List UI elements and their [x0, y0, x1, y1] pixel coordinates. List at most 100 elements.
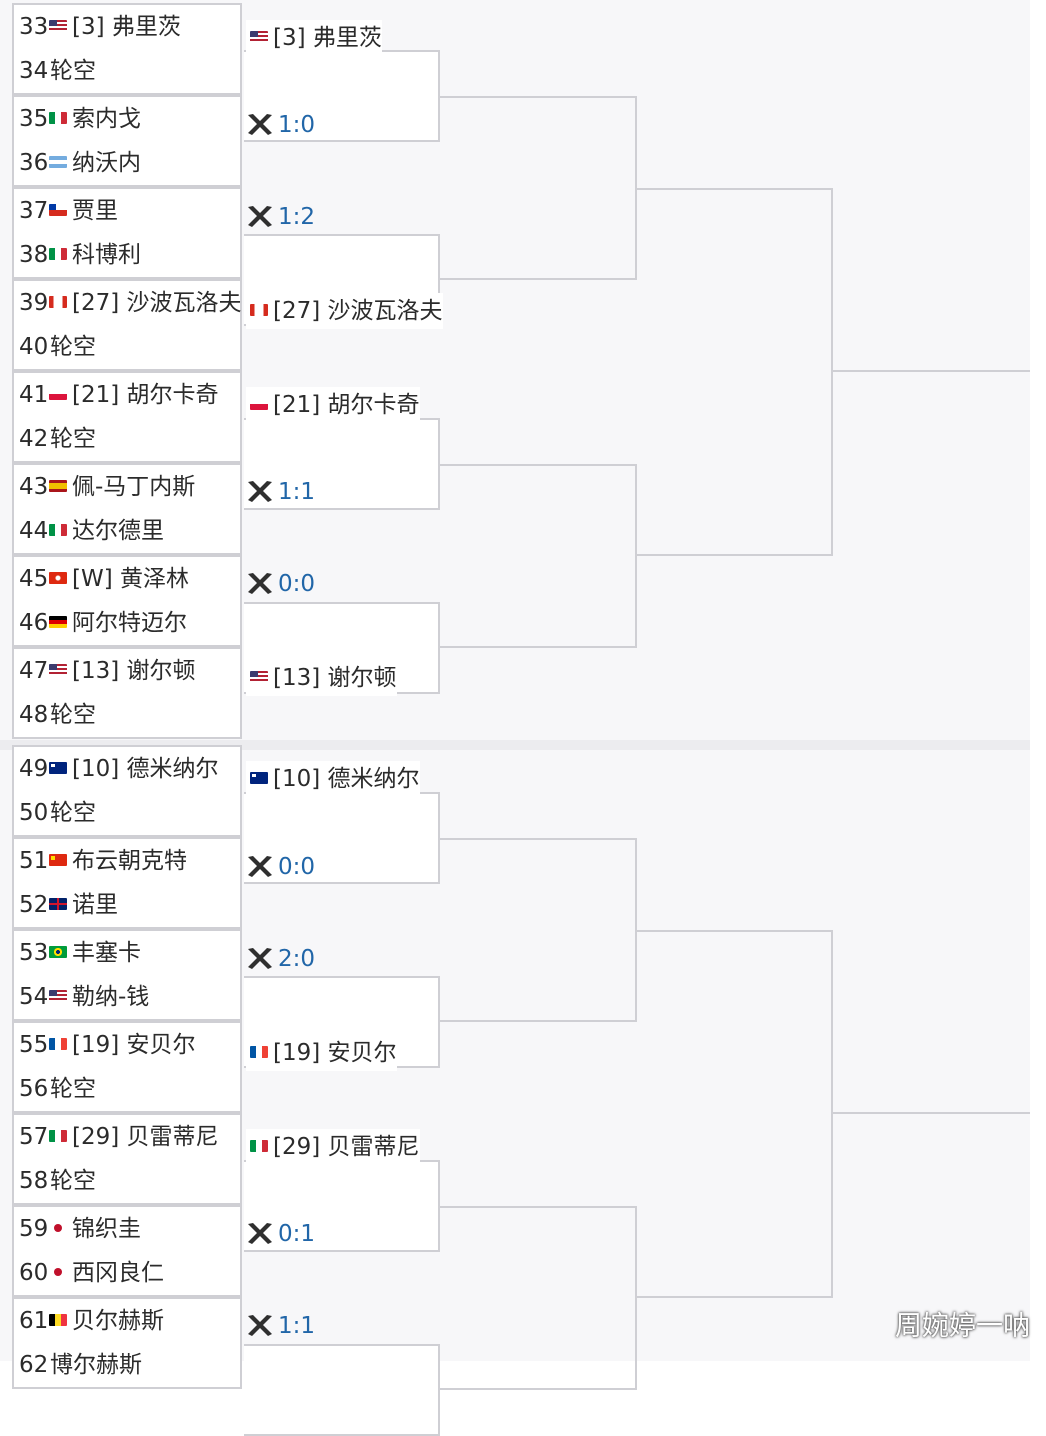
- watermark: 周婉婷一呐: [895, 1311, 1030, 1342]
- player-entry[interactable]: 41[21] 胡尔卡奇: [19, 375, 219, 415]
- advanced-player[interactable]: [13] 谢尔顿: [246, 660, 397, 696]
- advanced-player[interactable]: [21] 胡尔卡奇: [246, 387, 420, 423]
- player-entry[interactable]: 47[13] 谢尔顿: [19, 651, 196, 691]
- draw-position: 42: [19, 426, 49, 452]
- player-entry[interactable]: 55[19] 安贝尔: [19, 1025, 196, 1065]
- match-score[interactable]: 0:1: [246, 1216, 315, 1252]
- match-score[interactable]: 1:1: [246, 474, 315, 510]
- crossed-rackets-icon: [246, 1313, 274, 1337]
- player-name: 贝尔赫斯: [72, 1308, 164, 1334]
- match-score[interactable]: 1:0: [246, 107, 315, 143]
- player-entry[interactable]: 56轮空: [19, 1069, 96, 1109]
- score-text: 2:0: [278, 946, 316, 972]
- player-name: 丰塞卡: [72, 940, 141, 966]
- player-name: 布云朝克特: [72, 848, 187, 874]
- score-text: 1:2: [278, 204, 316, 230]
- match-score[interactable]: 1:2: [246, 199, 315, 235]
- crossed-rackets-icon: [246, 946, 274, 970]
- quarterfinal-connector: [833, 370, 1030, 372]
- player-name: 轮空: [50, 334, 96, 360]
- draw-position: 49: [19, 756, 49, 782]
- player-name: 轮空: [50, 58, 96, 84]
- player-name: [19] 安贝尔: [273, 1040, 397, 1066]
- advanced-player[interactable]: [19] 安贝尔: [246, 1035, 397, 1071]
- player-entry[interactable]: 50轮空: [19, 793, 96, 833]
- player-entry[interactable]: 33[3] 弗里茨: [19, 7, 181, 47]
- player-name: 佩-马丁内斯: [72, 474, 196, 500]
- player-entry[interactable]: 39[27] 沙波瓦洛夫: [19, 283, 242, 323]
- player-entry[interactable]: 58轮空: [19, 1161, 96, 1201]
- fourth-round-connector: [637, 188, 833, 556]
- player-entry[interactable]: 57[29] 贝雷蒂尼: [19, 1117, 219, 1157]
- crossed-rackets-icon: [246, 204, 274, 228]
- match-score[interactable]: 1:1: [246, 1308, 315, 1344]
- crossed-rackets-icon: [246, 479, 274, 503]
- player-entry[interactable]: 40轮空: [19, 327, 96, 367]
- match-score[interactable]: 2:0: [246, 941, 315, 977]
- player-name: [W] 黄泽林: [72, 566, 189, 592]
- first-round-match[interactable]: 49 [10] 德米纳尔 50轮空: [12, 745, 242, 837]
- advanced-player[interactable]: [10] 德米纳尔: [246, 761, 420, 797]
- china-flag-icon: [49, 853, 67, 866]
- player-entry[interactable]: 34轮空: [19, 51, 96, 91]
- draw-position: 38: [19, 242, 49, 268]
- player-entry[interactable]: 42轮空: [19, 419, 96, 459]
- draw-position: 56: [19, 1076, 49, 1102]
- poland-flag-icon: [250, 397, 268, 410]
- draw-position: 36: [19, 150, 49, 176]
- match-score[interactable]: 0:0: [246, 849, 315, 885]
- player-entry[interactable]: 51 布云朝克特: [19, 841, 187, 881]
- germany-flag-icon: [49, 615, 67, 628]
- advanced-player[interactable]: [27] 沙波瓦洛夫: [246, 293, 443, 329]
- player-entry[interactable]: 62博尔赫斯: [19, 1345, 142, 1385]
- draw-position: 41: [19, 382, 49, 408]
- hongkong-flag-icon: [49, 571, 67, 584]
- score-text: 0:0: [278, 571, 316, 597]
- player-name: [21] 胡尔卡奇: [273, 392, 420, 418]
- player-name: [10] 德米纳尔: [72, 756, 219, 782]
- draw-position: 51: [19, 848, 49, 874]
- player-entry[interactable]: 48轮空: [19, 695, 96, 735]
- draw-position: 50: [19, 800, 49, 826]
- third-round-connector: [440, 838, 637, 1022]
- third-round-connector: [440, 96, 637, 280]
- second-round-connector: [244, 418, 440, 510]
- draw-position: 58: [19, 1168, 49, 1194]
- draw-position: 48: [19, 702, 49, 728]
- player-name: [3] 弗里茨: [273, 25, 382, 51]
- advanced-player[interactable]: [29] 贝雷蒂尼: [246, 1129, 420, 1165]
- player-entry[interactable]: 45[W] 黄泽林: [19, 559, 189, 599]
- player-name: 达尔德里: [72, 518, 164, 544]
- advanced-player[interactable]: [3] 弗里茨: [246, 20, 382, 56]
- player-name: 轮空: [50, 1076, 96, 1102]
- match-score[interactable]: 0:0: [246, 566, 315, 602]
- player-entry[interactable]: 49 [10] 德米纳尔: [19, 749, 219, 789]
